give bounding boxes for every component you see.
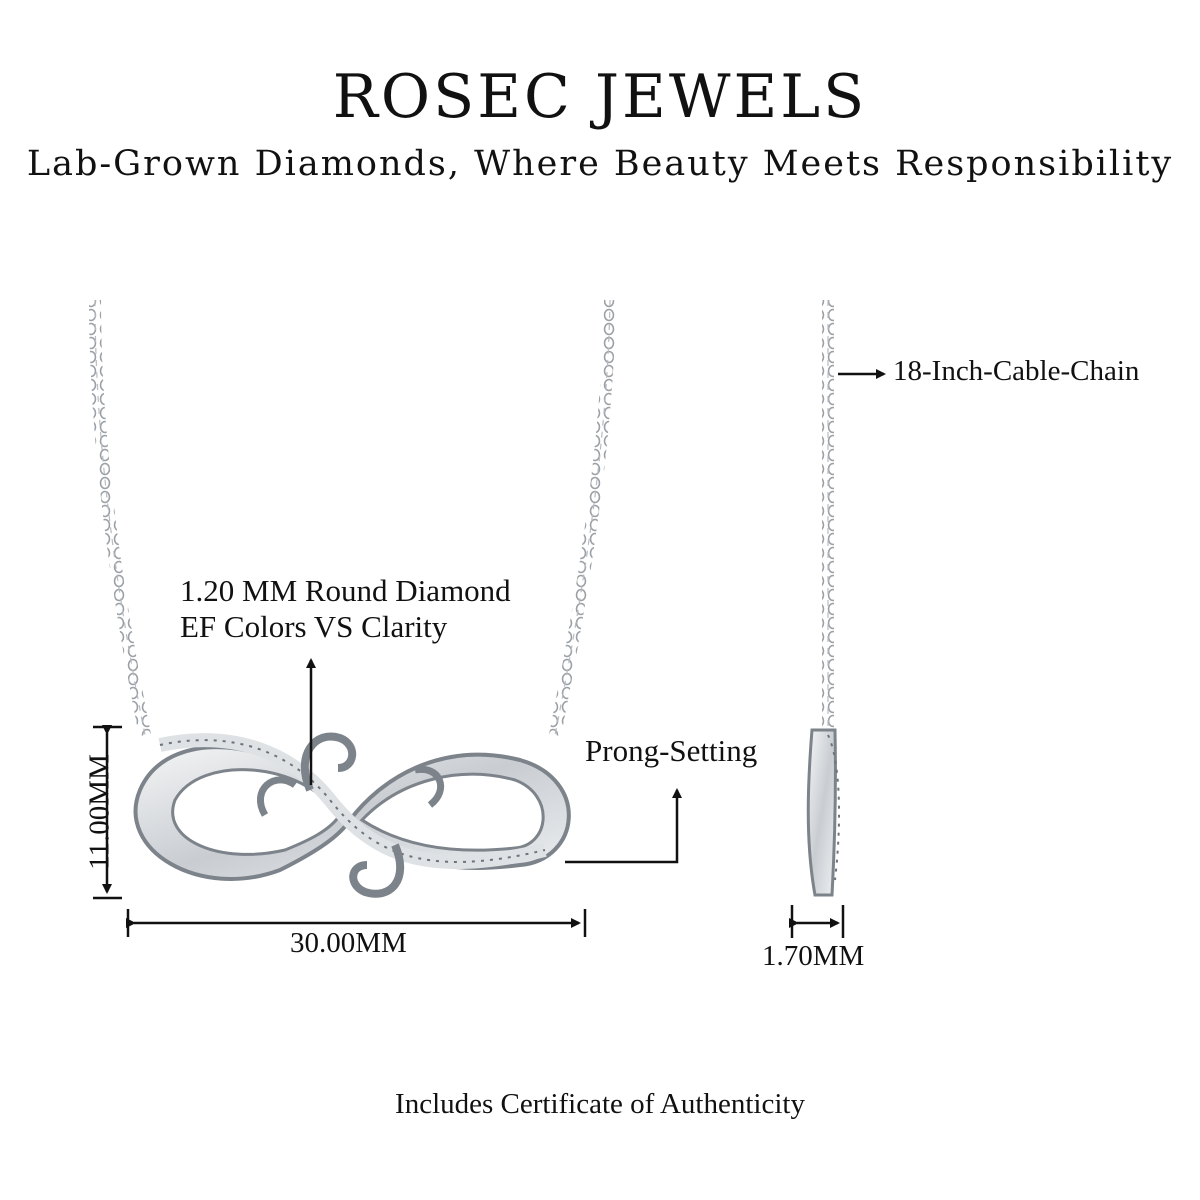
brand-tagline: Lab-Grown Diamonds, Where Beauty Meets R…	[26, 144, 1174, 184]
side-pendant	[806, 728, 841, 897]
infinity-pendant	[133, 732, 571, 898]
chain-right	[549, 299, 616, 737]
diamond-spec-label: 1.20 MM Round Diamond	[180, 573, 511, 608]
prong-setting-label: Prong-Setting	[585, 733, 758, 768]
certificate-note: Includes Certificate of Authenticity	[395, 1088, 805, 1120]
chain-left	[89, 299, 151, 737]
width-dimension-label: 30.00MM	[290, 927, 407, 959]
height-dimension-label: 11.00MM	[83, 754, 116, 870]
chain-length-label: 18-Inch-Cable-Chain	[893, 355, 1140, 387]
diamond-quality-label: EF Colors VS Clarity	[180, 609, 448, 644]
brand-title: ROSEC JEWELS	[332, 62, 868, 132]
thickness-dimension-label: 1.70MM	[762, 940, 865, 972]
